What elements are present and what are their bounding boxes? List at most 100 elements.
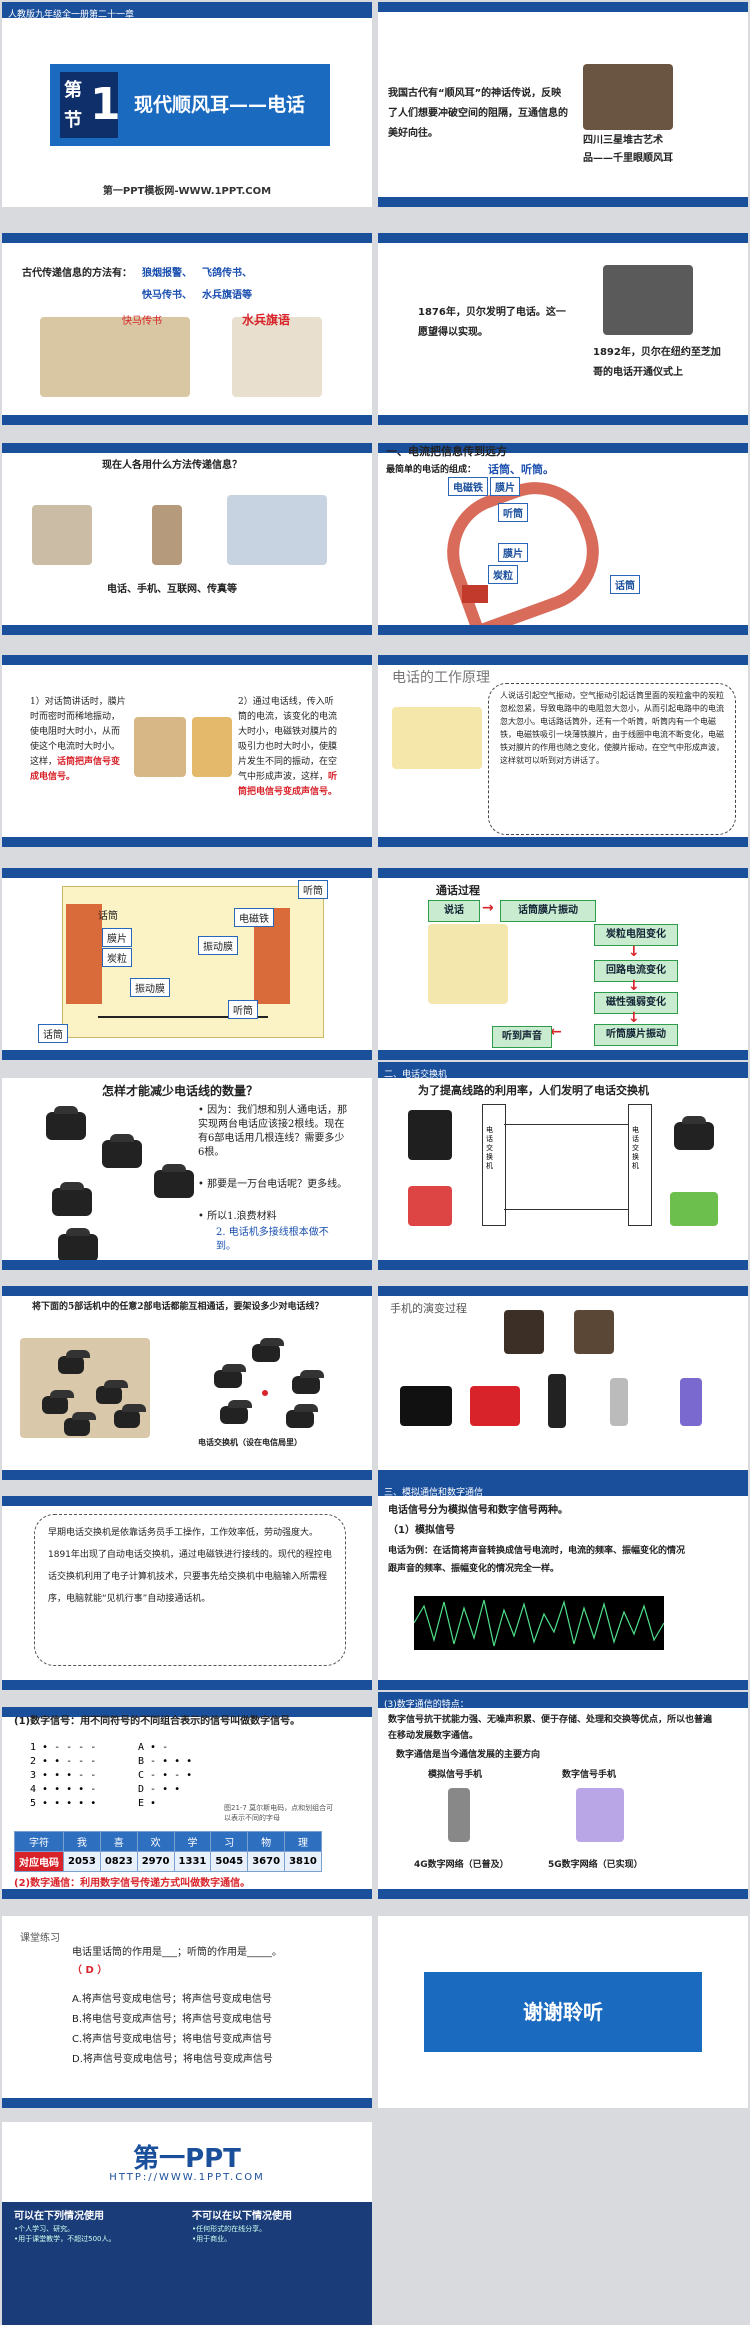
slide-12: 二、电话交换机 为了提高线路的利用率，人们发明了电话交换机 电话交换机 电话交换… [378,1062,748,1270]
slide-header-bar [378,233,748,243]
exchange-box-1-label: 电话交换机 [486,1126,493,1170]
allowed-1: •个人学习、研究。 [14,2225,75,2233]
row-cell: 3670 [247,1851,286,1872]
slide-6: 一、电流把信息传到远方 最简单的电话的组成： 话筒、听筒。 电磁铁 膜片 听筒 … [378,443,748,635]
thanks-label: 谢谢聆听 [523,2000,603,2024]
morse-digits: 1 • - - - - 2 • • - - - 3 • • • - - 4 • … [30,1741,96,1811]
label-mouthpiece-bottom: 话筒 [38,1024,68,1043]
waveform-svg [413,1599,665,1647]
header-cell: 习 [210,1831,249,1852]
exercise-question: 电话里话筒的作用是___；听筒的作用是_____。 [72,1947,282,1958]
site-footer: 第一PPT模板网-WWW.1PPT.COM [102,186,272,197]
forbidden-2: •用于商业。 [192,2235,232,2243]
switch-phone-3 [292,1370,324,1394]
step-carbon-resistance: 炭粒电阻变化 [594,924,678,946]
row-cell: 0823 [99,1851,138,1872]
method-flag: 水兵旗语等 [202,290,252,301]
row-cell: 2970 [136,1851,175,1872]
header-cell: 欢 [136,1831,175,1852]
features-text: 数字信号抗干扰能力强、无噪声积累、便于存储、处理和交换等优点，所以也普遍在移动发… [388,1715,713,1741]
step-speak: 说话 [428,900,480,922]
analog-text: 电话为例：在话筒将声音转换成信号电流时，电流的频率、振幅变化的情况跟声音的频率、… [388,1546,686,1574]
row-cell: 1331 [173,1851,212,1872]
bell-invention-text: 1876年，贝尔发明了电话。这一愿望得以实现。 [418,307,566,338]
lesson-title: 现代顺风耳——电话 [134,94,306,116]
explain-3: • 所以1.浪费材料 [198,1211,277,1222]
slide-8: 电话的工作原理 人说话引起空气振动，空气振动引起话筒里面的炭粒盒中的炭粒忽松忽紧… [378,655,748,847]
option-b[interactable]: B.将电信号变成声信号；将声信号变成电信号 [72,2014,273,2025]
slide-3: 古代传递信息的方法有： 狼烟报警、 飞鸽传书、 快马传书、 水兵旗语等 快马传书… [2,233,372,425]
header-cell: 我 [63,1831,101,1852]
morse-3: 3 • • • - - [30,1770,97,1781]
title-banner: 第 节 1 现代顺风耳——电话 [50,64,330,146]
feature-phone [610,1378,628,1426]
explain-2: • 那要是一万台电话呢？更多线。 [198,1179,348,1190]
process-circuit-image [428,924,508,1004]
header-cell: 理 [284,1831,322,1852]
label-carbon: 炭粒 [102,948,132,967]
person-mobile-image [152,505,182,565]
morse-note: 图21-7 莫尔斯电码，点和划组合可以表示不同的字母 [224,1804,334,1822]
label-diaphragm-2: 膜片 [498,543,528,562]
circuit-image [392,707,482,769]
digital-comm-def: (2)数字通信：利用数字信号传递方式叫做数字通信。 [14,1878,251,1889]
phone-d [64,1412,96,1436]
slide-footer-bar [2,1470,372,1480]
license-panel [2,2202,372,2325]
slide-footer-bar [378,1889,748,1899]
parts-lead: 最简单的电话的组成： [386,465,477,475]
switch-phone-2 [214,1364,246,1388]
label-electromagnet: 电磁铁 [448,477,488,496]
exchange-box-1 [482,1104,506,1226]
slide-16: 三、模拟通信和数字通信 电话信号分为模拟信号和数字信号两种。 （1）模拟信号 电… [378,1480,748,1690]
row-cell: 5045 [210,1851,249,1872]
method-horse: 快马传书、 [142,290,192,301]
code-table: 字符 我 喜 欢 学 习 物 理 对应电码 2053 0823 2970 133… [14,1831,322,1872]
slide-header-bar [2,233,372,243]
label-earpiece: 听筒 [498,503,528,522]
option-c[interactable]: C.将声信号变成电信号；将电信号变成声信号 [72,2034,273,2045]
label-earpiece-right: 听筒 [298,880,328,899]
step-diaphragm-vibrate: 话筒膜片振动 [500,900,596,922]
principle-box [488,683,736,835]
label-electromagnet: 电磁铁 [234,908,274,927]
badge-number: 1 [90,79,121,130]
section-bar: 三、模拟通信和数字通信 [378,1480,748,1498]
badge-di: 第 [64,80,82,101]
bronze-mask-image [583,64,673,130]
red-phone-image [408,1186,452,1226]
explain-1: • 因为：我们想和别人通电话，那实现两台电话应该接2根线。现在有6部电话用几根连… [198,1105,348,1158]
slide-header-bar [378,443,748,453]
slide-5: 现在人各用什么方法传递信息？ 电话、手机、互联网、传真等 [2,443,372,635]
analog-waveform [413,1596,665,1650]
slide-7: 1）对话筒讲话时，膜片时而密时而稀地振动，使电阻时大时小，从而使这个电流时大时小… [2,655,372,847]
option-d[interactable]: D.将声信号变成电信号；将电信号变成声信号 [72,2054,273,2065]
sailor-flag-image [232,317,322,397]
bell-photo [603,265,693,335]
slide-footer-bar [378,1260,748,1270]
brand-logo: 第一PPT [133,2144,241,2174]
slide-14: 手机的演变过程 [378,1286,748,1480]
forbidden-1: •任何形式的在线分享。 [192,2225,267,2233]
allowed-heading: 可以在下列情况使用 [14,2211,104,2222]
left-handset [66,904,102,1004]
slide-header-bar [378,655,748,665]
switch-phone-5 [286,1404,318,1428]
option-a[interactable]: A.将声信号变成电信号；将声信号变成电信号 [72,1994,272,2005]
row-cell: 对应电码 [14,1851,64,1872]
explain-4: 2. 电话机多接线根本做不到。 [216,1227,329,1252]
slide-footer-bar [2,2098,372,2108]
digital-def: (1)数字信号：用不同符号的不同组合表示的信号叫做数字信号。 [14,1716,301,1727]
slide-footer-bar [378,197,748,207]
section-bar: 二、电话交换机 [378,1062,748,1080]
header-cell: 学 [173,1831,212,1852]
header-cell: 物 [247,1831,286,1852]
row-cell: 2053 [63,1851,101,1872]
slide-footer-bar [2,1680,372,1690]
label-diaphragm: 膜片 [102,928,132,947]
code-table-row: 对应电码 2053 0823 2970 1331 5045 3670 3810 [14,1851,322,1872]
mouthpiece-conclusion: 话筒把声信号变成电信号。 [30,757,121,782]
exchange-trunk [504,1124,628,1210]
book-label: 人教版九年级全一册第二十一章 [8,10,135,20]
slide-2: 我国古代有“顺风耳”的神话传说，反映了人们想要冲破空间的阻隔，互通信息的美好向往… [378,2,748,207]
